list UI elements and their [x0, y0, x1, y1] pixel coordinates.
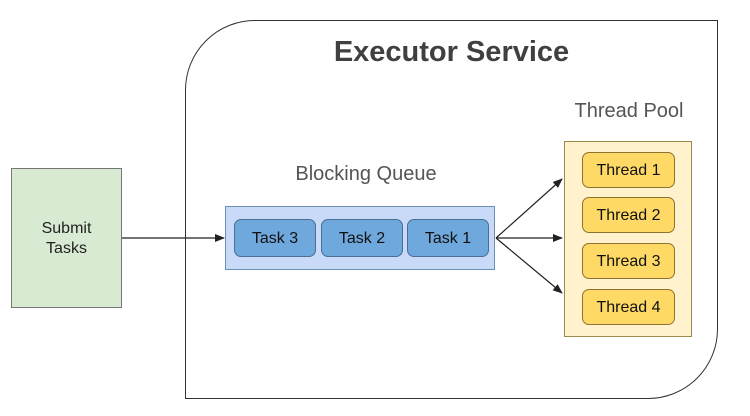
task-item: Task 2	[321, 219, 403, 257]
thread-pool-title: Thread Pool	[574, 100, 684, 122]
task-item: Task 1	[407, 219, 489, 257]
task-item: Task 3	[234, 219, 316, 257]
submit-tasks-box	[11, 168, 122, 308]
submit-tasks-label: Submit Tasks	[11, 219, 122, 259]
blocking-queue-title: Blocking Queue	[295, 163, 437, 185]
thread-item: Thread 2	[582, 197, 675, 233]
executor-service-title: Executor Service	[333, 36, 570, 68]
submit-label-line-1: Submit	[41, 220, 92, 237]
submit-label-line-2: Tasks	[46, 240, 87, 257]
thread-item: Thread 4	[582, 289, 675, 325]
thread-item: Thread 3	[582, 243, 675, 279]
queue-to-pool-arrow-lower	[495, 237, 563, 294]
queue-to-pool-arrow-upper	[495, 178, 563, 239]
thread-item: Thread 1	[582, 152, 675, 188]
